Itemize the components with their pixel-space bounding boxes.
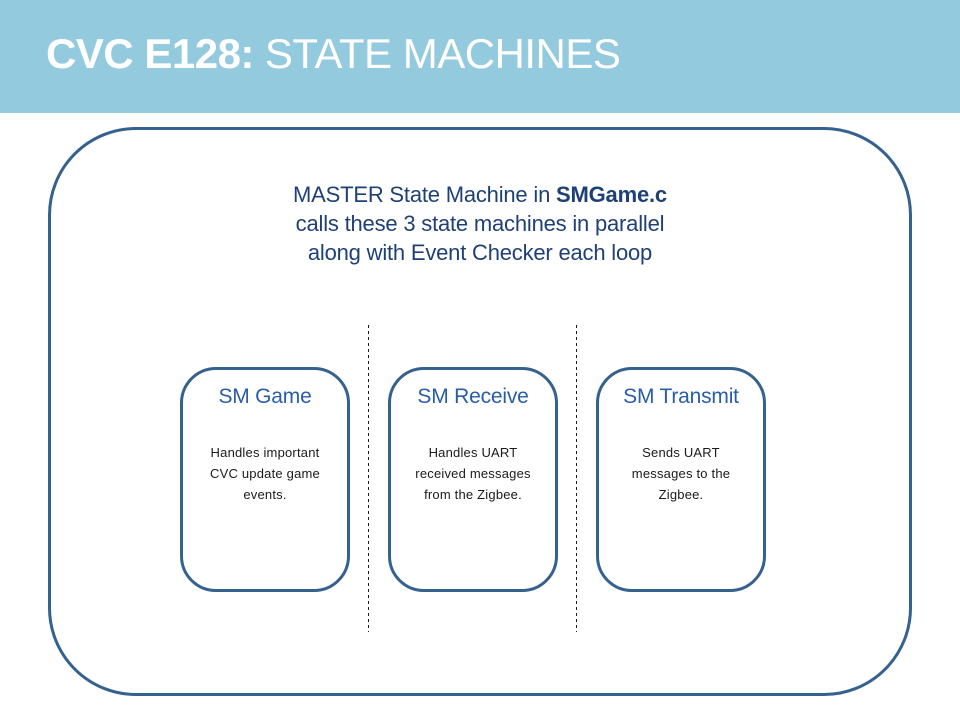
- sm-transmit-description-line-2: messages to the: [631, 466, 731, 481]
- master-description-line-2: calls these 3 state machines in parallel: [295, 211, 665, 236]
- sm-game-title: SM Game: [218, 385, 312, 408]
- slide-header: CVC E128:STATE MACHINES: [0, 0, 960, 113]
- slide-title-subject: STATE MACHINES: [264, 29, 621, 77]
- sm-receive-description-line-2: received messages: [415, 466, 531, 481]
- divider-dashed-line-1: [368, 325, 369, 632]
- sm-receive-description: Handles UART received messages from the …: [391, 442, 555, 505]
- sm-game-description-line-3: events.: [243, 487, 287, 502]
- divider-dashed-line-2: [576, 325, 577, 632]
- slide-title: CVC E128:STATE MACHINES: [46, 29, 621, 78]
- sm-game-description-line-2: CVC update game: [210, 466, 320, 481]
- sm-game-box: SM Game Handles important CVC update gam…: [180, 367, 350, 592]
- sm-game-description-line-1: Handles important: [210, 445, 320, 460]
- master-description-line-1-text: MASTER State Machine in: [293, 182, 557, 207]
- sm-receive-description-line-1: Handles UART: [428, 445, 518, 460]
- sm-transmit-description: Sends UART messages to the Zigbee.: [599, 442, 763, 505]
- sm-game-description: Handles important CVC update game events…: [183, 442, 347, 505]
- sm-transmit-description-line-3: Zigbee.: [658, 487, 704, 502]
- sm-transmit-title: SM Transmit: [623, 385, 739, 408]
- master-description-filename: SMGame.c: [556, 182, 667, 207]
- sm-receive-box: SM Receive Handles UART received message…: [388, 367, 558, 592]
- sm-transmit-description-line-1: Sends UART: [642, 445, 720, 460]
- slide-title-course-code: CVC E128:: [46, 29, 254, 77]
- sm-receive-title: SM Receive: [417, 385, 529, 408]
- sm-transmit-box: SM Transmit Sends UART messages to the Z…: [596, 367, 766, 592]
- master-description: MASTER State Machine in SMGame.c calls t…: [0, 180, 960, 267]
- sm-receive-description-line-3: from the Zigbee.: [424, 487, 522, 502]
- master-description-line-3: along with Event Checker each loop: [307, 240, 653, 265]
- master-description-line-1: MASTER State Machine in SMGame.c: [0, 180, 960, 209]
